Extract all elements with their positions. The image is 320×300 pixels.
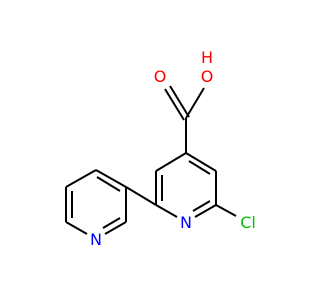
atom-label-carbonyl-oxygen: O bbox=[154, 67, 167, 86]
bond-pyridyl-c2-n bbox=[104, 221, 127, 235]
bond-ring-c2-n bbox=[155, 204, 178, 218]
bond-c6-cl bbox=[215, 204, 237, 217]
bond-pyridyl-c6-n bbox=[65, 221, 88, 235]
bond-c-o-double-2 bbox=[169, 85, 190, 118]
pyridine-ring-central bbox=[155, 152, 237, 218]
structure-drawing: O O H N Cl N bbox=[65, 48, 256, 249]
bond-ring-c4-c5 bbox=[185, 152, 217, 172]
bond-pyridyl-c4-c5 bbox=[65, 169, 97, 188]
bond-c-o-double-1 bbox=[164, 88, 185, 121]
bond-c-oh bbox=[185, 87, 205, 119]
bond-ring-c6-n-inner bbox=[192, 200, 211, 212]
atom-label-pyridyl-nitrogen: N bbox=[90, 230, 102, 249]
molecule-canvas: O O H N Cl N bbox=[65, 48, 256, 249]
atom-label-hydroxyl-hydrogen: H bbox=[201, 48, 213, 67]
bond-ring-c4-c3 bbox=[155, 152, 187, 172]
carboxylic-acid-group bbox=[164, 85, 205, 153]
pyridyl-ring bbox=[65, 169, 127, 235]
bond-ring-c6-n bbox=[194, 204, 217, 218]
bond-pyridyl-c3-c4-inner bbox=[96, 176, 121, 192]
bond-biaryl bbox=[125, 186, 157, 206]
bond-ring-c5-c5-inner bbox=[188, 160, 211, 175]
bond-pyridyl-c3-c4 bbox=[95, 169, 127, 188]
bond-pyridyl-c2-n-inner bbox=[102, 217, 121, 229]
atom-label-hydroxyl-oxygen: O bbox=[201, 67, 214, 86]
atom-label-ring-nitrogen: N bbox=[180, 213, 192, 232]
atom-label-chlorine: Cl bbox=[240, 213, 256, 232]
